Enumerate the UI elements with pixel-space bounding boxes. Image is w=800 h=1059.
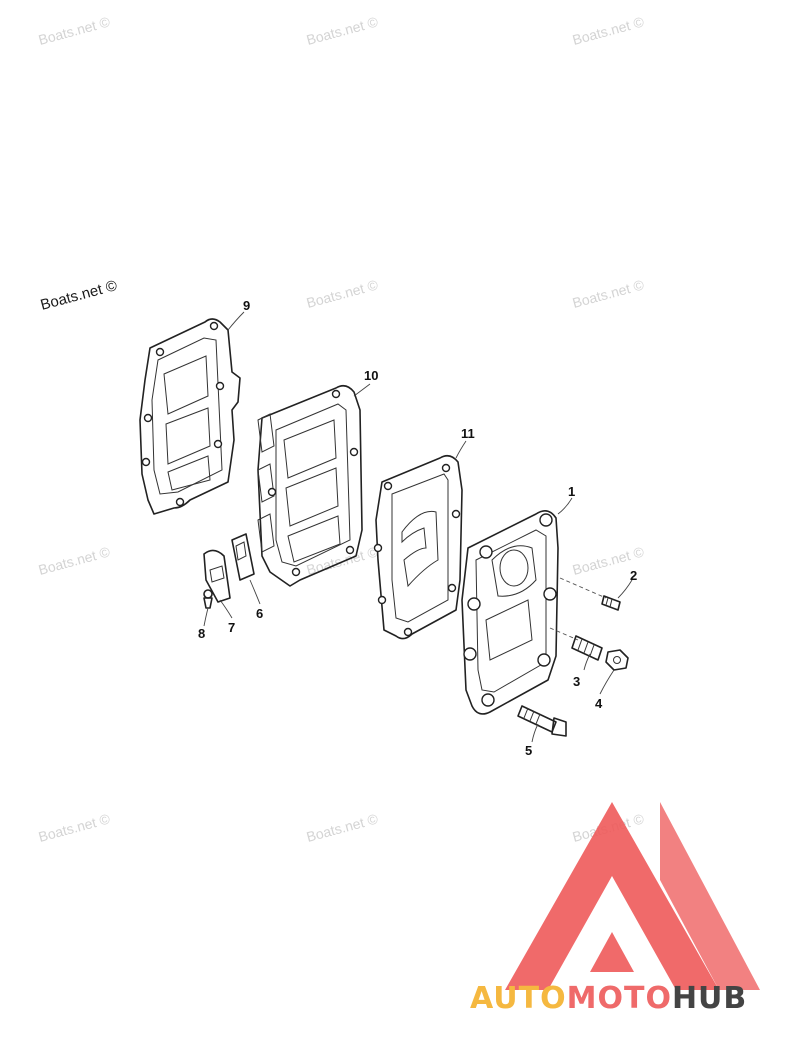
part-7-stopper bbox=[203, 549, 231, 603]
leader-lines bbox=[203, 311, 633, 743]
part-number-labels: 1 2 3 4 5 6 7 8 9 10 11 bbox=[198, 298, 637, 758]
part-number-label-11: 11 bbox=[461, 426, 475, 441]
part-number-label-3: 3 bbox=[573, 674, 580, 689]
watermarks: Boats.net © Boats.net © Boats.net © Boat… bbox=[37, 13, 647, 845]
part-3-stud bbox=[549, 627, 603, 661]
part-number-label-1: 1 bbox=[568, 484, 575, 499]
part-number-label-5: 5 bbox=[525, 743, 532, 758]
part-number-label-2: 2 bbox=[630, 568, 637, 583]
part-2-pin bbox=[559, 577, 621, 611]
part-10-reed-valve bbox=[257, 384, 363, 587]
logo-text-moto: MOTO bbox=[567, 981, 672, 1016]
part-5-bolt bbox=[517, 705, 567, 737]
watermark: Boats.net © bbox=[37, 810, 113, 845]
part-number-label-4: 4 bbox=[595, 696, 603, 711]
part-number-label-6: 6 bbox=[256, 606, 263, 621]
automotohub-logo: AUTOMOTOHUB bbox=[470, 802, 760, 1016]
part-1-cover bbox=[461, 510, 559, 715]
part-number-label-10: 10 bbox=[364, 368, 378, 383]
watermark-dark: Boats.net © bbox=[39, 277, 119, 314]
part-6-reed-petal bbox=[231, 533, 255, 581]
watermark: Boats.net © bbox=[571, 276, 647, 311]
watermark: Boats.net © bbox=[37, 543, 113, 578]
watermark: Boats.net © bbox=[305, 13, 381, 48]
part-8-screw bbox=[203, 589, 213, 609]
part-11-gasket bbox=[373, 454, 463, 640]
watermark: Boats.net © bbox=[305, 810, 381, 845]
watermark: Boats.net © bbox=[37, 13, 113, 48]
watermark: Boats.net © bbox=[571, 13, 647, 48]
part-4-nut bbox=[605, 649, 629, 671]
logo-text-auto: AUTO bbox=[470, 981, 567, 1016]
part-number-label-8: 8 bbox=[198, 626, 205, 641]
logo-triangle-icon bbox=[505, 802, 760, 990]
svg-text:AUTOMOTOHUB: AUTOMOTOHUB bbox=[470, 981, 747, 1016]
part-9-gasket bbox=[139, 318, 241, 515]
watermark: Boats.net © bbox=[305, 276, 381, 311]
part-number-label-9: 9 bbox=[243, 298, 250, 313]
logo-text-hub: HUB bbox=[672, 981, 747, 1016]
part-number-label-7: 7 bbox=[228, 620, 235, 635]
